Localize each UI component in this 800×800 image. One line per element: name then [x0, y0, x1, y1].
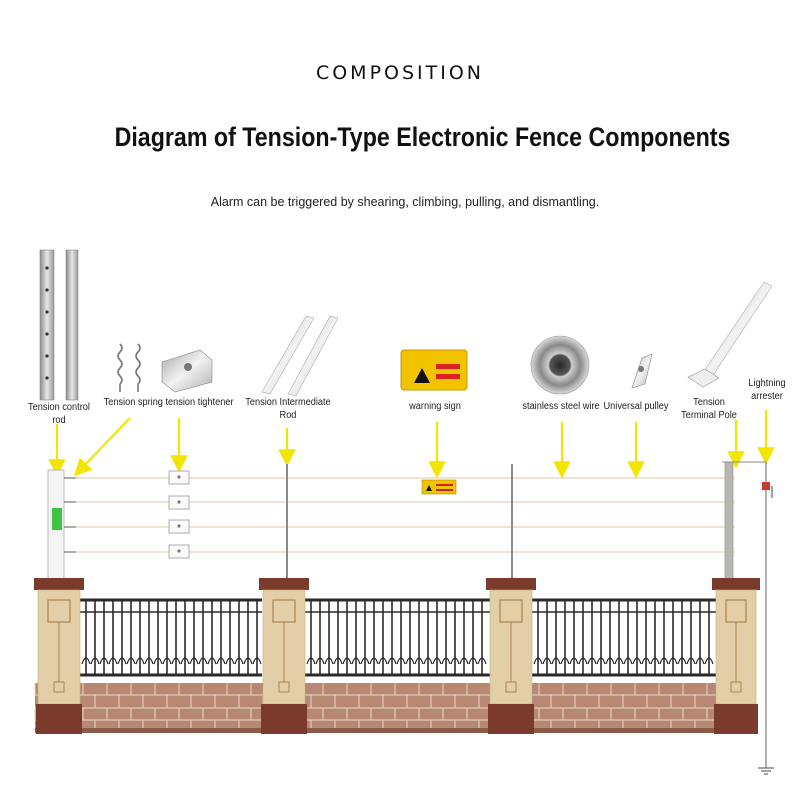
pulley-icon — [631, 353, 653, 389]
fence-warning-sign — [421, 479, 457, 495]
page-subtitle: Alarm can be triggered by shearing, clim… — [210, 195, 600, 209]
pillar-1 — [34, 578, 84, 734]
pillar-4 — [712, 578, 760, 734]
warning-sign-icon — [400, 349, 468, 391]
terminal-pole-icon — [687, 281, 773, 388]
label-tension-terminal-pole: Tension Terminal Pole — [681, 397, 737, 421]
fence-lightning-arrester — [758, 462, 774, 775]
label-tension-control-rod: Tension control rod — [28, 402, 90, 426]
brick-wall — [34, 683, 750, 733]
pillar-2 — [259, 578, 309, 734]
pointer-arrows — [48, 410, 775, 479]
label-warning-sign: warning sign — [409, 401, 461, 412]
fence-control-rod — [47, 469, 76, 581]
label-stainless-steel-wire: stainless steel wire — [522, 401, 600, 412]
pillar-3 — [486, 578, 536, 734]
label-lightning-arrester: Lightning arrester — [748, 378, 786, 402]
section-kicker: COMPOSITION — [315, 62, 485, 84]
label-tension-intermediate-rod: Tension Intermediate Rod — [245, 397, 331, 421]
label-tension-spring-tightener: Tension spring tension tightener — [103, 397, 234, 408]
spring-tightener-icon — [117, 343, 213, 393]
fence-tighteners — [168, 470, 190, 559]
label-universal-pulley: Universal pulley — [603, 401, 669, 412]
fence-terminal-pole — [722, 461, 766, 581]
wire-coil-icon — [530, 335, 590, 395]
tension-wires — [60, 477, 735, 553]
fence-intermediate-rods — [286, 464, 513, 578]
page-title: Diagram of Tension-Type Electronic Fence… — [114, 122, 731, 152]
tension-control-rod-icon — [39, 249, 79, 401]
iron-railing — [80, 598, 717, 677]
intermediate-rod-icon — [261, 315, 339, 397]
